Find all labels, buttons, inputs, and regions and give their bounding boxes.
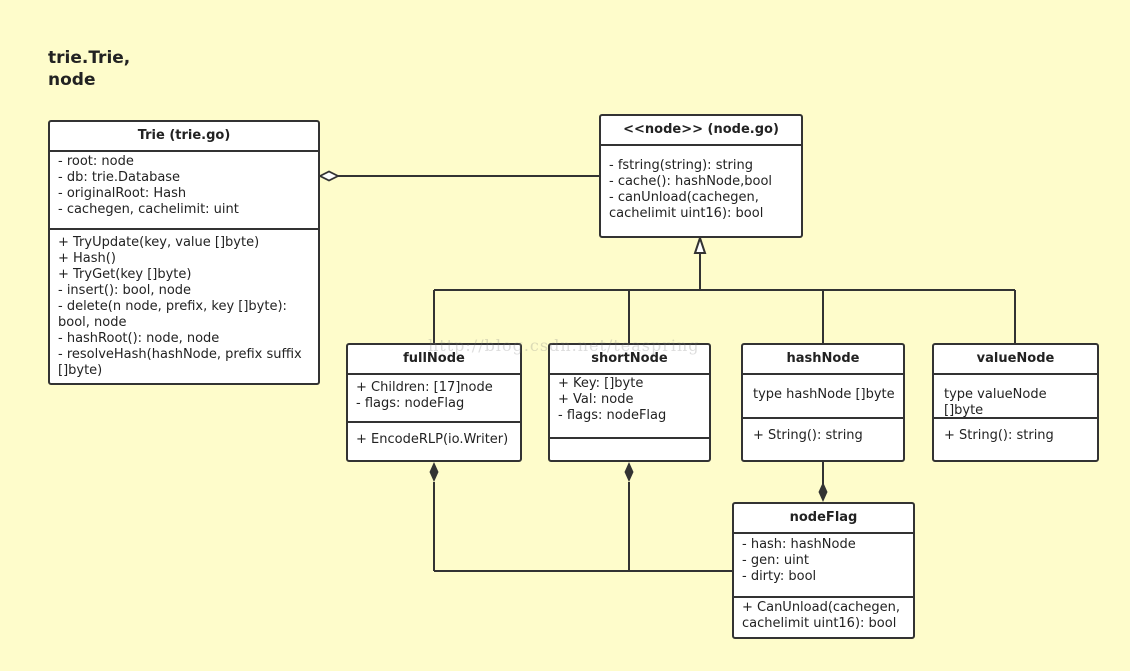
title-line-1: trie.Trie, bbox=[48, 48, 131, 68]
class-methods: + CanUnload(cachegen, cachelimit uint16)… bbox=[742, 600, 901, 631]
class-attributes: - hash: hashNode - gen: uint - dirty: bo… bbox=[734, 534, 913, 598]
class-attributes: + Key: []byte + Val: node - flags: nodeF… bbox=[550, 375, 709, 439]
class-valuenode[interactable]: valueNode type valueNode []byte + String… bbox=[932, 343, 1099, 462]
diagram-title: trie.Trie, node bbox=[48, 47, 130, 91]
composition-diamond-hashnode bbox=[818, 482, 828, 502]
class-node-interface[interactable]: <<node>> (node.go) - fstring(string): st… bbox=[599, 114, 803, 238]
class-methods: + String(): string bbox=[944, 428, 1054, 443]
class-name: nodeFlag bbox=[734, 504, 913, 534]
composition-diamond-fullnode bbox=[429, 462, 439, 482]
class-methods: + EncodeRLP(io.Writer) bbox=[356, 432, 509, 447]
class-methods: + String(): string bbox=[753, 428, 863, 443]
class-hashnode[interactable]: hashNode type hashNode []byte + String()… bbox=[741, 343, 905, 462]
class-attributes: - root: node - db: trie.Database - origi… bbox=[50, 152, 318, 230]
generalization-connector bbox=[433, 253, 1016, 343]
class-shortnode[interactable]: shortNode + Key: []byte + Val: node - fl… bbox=[548, 343, 711, 462]
composition-diamond-shortnode bbox=[624, 462, 634, 482]
class-attributes: + Children: [17]node - flags: nodeFlag bbox=[348, 375, 520, 423]
class-name: hashNode bbox=[743, 345, 903, 375]
class-methods: - fstring(string): string - cache(): has… bbox=[609, 158, 773, 221]
aggregation-diamond bbox=[317, 170, 341, 182]
class-name: valueNode bbox=[934, 345, 1097, 375]
class-name: Trie (trie.go) bbox=[50, 122, 318, 152]
class-name: shortNode bbox=[550, 345, 709, 375]
class-trie[interactable]: Trie (trie.go) - root: node - db: trie.D… bbox=[48, 120, 320, 385]
class-methods: + TryUpdate(key, value []byte) + Hash() … bbox=[58, 235, 302, 378]
class-fullnode[interactable]: fullNode + Children: [17]node - flags: n… bbox=[346, 343, 522, 462]
class-attributes: type valueNode []byte bbox=[934, 375, 1097, 419]
title-line-2: node bbox=[48, 70, 96, 90]
class-attributes: type hashNode []byte bbox=[743, 375, 903, 419]
composition-connector bbox=[433, 461, 824, 572]
class-name: <<node>> (node.go) bbox=[601, 116, 801, 146]
generalization-arrowhead bbox=[693, 234, 707, 254]
class-name: fullNode bbox=[348, 345, 520, 375]
class-nodeflag[interactable]: nodeFlag - hash: hashNode - gen: uint - … bbox=[732, 502, 915, 639]
